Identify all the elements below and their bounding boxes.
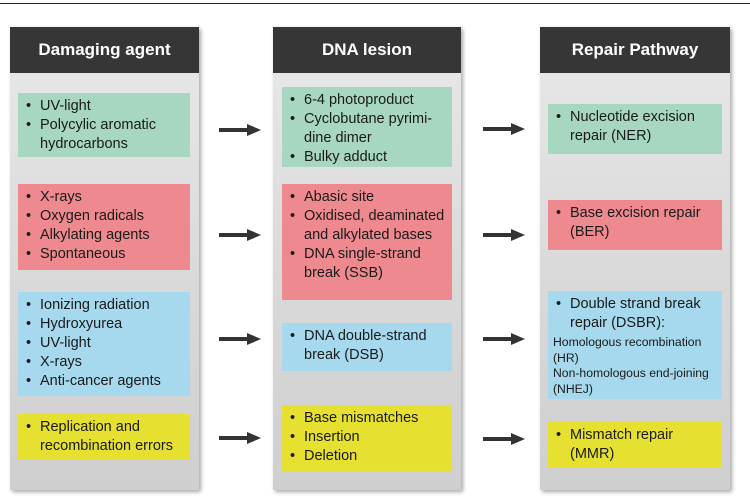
- repair-card-ber: Base excision repair (BER): [548, 200, 722, 250]
- agent-item: UV-light: [26, 97, 184, 116]
- agent-card-xray: X-rays Oxygen radicals Alkylating agents…: [18, 184, 190, 270]
- repair-card-dsbr: Double strand break repair (DSBR): Homol…: [548, 291, 722, 399]
- arrow-lesion-to-repair: [483, 123, 525, 135]
- agent-card-replication: Replication and recombination errors: [18, 414, 190, 460]
- arrow-lesion-to-repair: [483, 433, 525, 445]
- right-arrow-icon: [483, 229, 525, 241]
- lesion-item: Bulky adduct: [290, 148, 446, 167]
- repair-item: Double strand break repair (DSBR):: [556, 295, 716, 333]
- lesion-item: Cyclobutane pyrimi-dine dimer: [290, 110, 446, 148]
- dna-lesion-header: DNA lesion: [273, 27, 461, 73]
- agent-item: X-rays: [26, 353, 184, 372]
- right-arrow-icon: [219, 124, 261, 136]
- arrow-lesion-to-repair: [483, 333, 525, 345]
- agent-item: Ionizing radiation: [26, 296, 184, 315]
- agent-card-uv: UV-light Polycylic aromatic hydrocarbons: [18, 93, 190, 157]
- lesion-item: Insertion: [290, 428, 446, 447]
- arrow-agent-to-lesion: [219, 432, 261, 444]
- top-rule: [0, 3, 750, 4]
- arrow-agent-to-lesion: [219, 124, 261, 136]
- agent-item: Spontaneous: [26, 245, 184, 264]
- lesion-item: Base mismatches: [290, 409, 446, 428]
- agent-item: Polycylic aromatic hydrocarbons: [26, 116, 184, 154]
- arrow-lesion-to-repair: [483, 229, 525, 241]
- lesion-card-abasic: Abasic site Oxidised, deaminated and alk…: [282, 184, 452, 300]
- lesion-card-dsb: DNA double-strand break (DSB): [282, 323, 452, 371]
- agent-item: Hydroxyurea: [26, 315, 184, 334]
- agent-item: X-rays: [26, 188, 184, 207]
- agent-card-ionizing: Ionizing radiation Hydroxyurea UV-light …: [18, 292, 190, 396]
- right-arrow-icon: [483, 123, 525, 135]
- arrow-agent-to-lesion: [219, 333, 261, 345]
- agent-item: Oxygen radicals: [26, 207, 184, 226]
- dna-lesion-column: DNA lesion 6-4 photoproduct Cyclobutane …: [273, 27, 461, 490]
- repair-card-mmr: Mismatch repair (MMR): [548, 422, 722, 468]
- repair-item: Mismatch repair (MMR): [556, 426, 716, 464]
- repair-item: Nucleotide excision repair (NER): [556, 108, 716, 146]
- right-arrow-icon: [483, 433, 525, 445]
- agent-item: Alkylating agents: [26, 226, 184, 245]
- lesion-card-photoproduct: 6-4 photoproduct Cyclobutane pyrimi-dine…: [282, 87, 452, 167]
- repair-detail-hr: Homologous recombination (HR): [553, 335, 702, 365]
- repair-card-ner: Nucleotide excision repair (NER): [548, 104, 722, 154]
- lesion-item: DNA double-strand break (DSB): [290, 327, 446, 365]
- agent-item: UV-light: [26, 334, 184, 353]
- arrow-agent-to-lesion: [219, 229, 261, 241]
- lesion-item: 6-4 photoproduct: [290, 91, 446, 110]
- lesion-item: DNA single-strand break (SSB): [290, 245, 446, 283]
- agent-item: Replication and recombination errors: [26, 418, 184, 456]
- right-arrow-icon: [219, 229, 261, 241]
- lesion-item: Deletion: [290, 447, 446, 466]
- lesion-card-mismatch: Base mismatches Insertion Deletion: [282, 405, 452, 471]
- lesion-item: Abasic site: [290, 188, 446, 207]
- repair-pathway-header: Repair Pathway: [540, 27, 730, 73]
- damaging-agent-column: Damaging agent UV-light Polycylic aromat…: [10, 27, 199, 490]
- right-arrow-icon: [219, 432, 261, 444]
- repair-detail-nhej: Non-homologous end-joining (NHEJ): [553, 366, 709, 396]
- repair-item: Base excision repair (BER): [556, 204, 716, 242]
- lesion-item: Oxidised, deaminated and alkylated bases: [290, 207, 446, 245]
- damaging-agent-header: Damaging agent: [10, 27, 199, 73]
- repair-pathway-column: Repair Pathway Nucleotide excision repai…: [540, 27, 730, 490]
- right-arrow-icon: [483, 333, 525, 345]
- right-arrow-icon: [219, 333, 261, 345]
- agent-item: Anti-cancer agents: [26, 372, 184, 391]
